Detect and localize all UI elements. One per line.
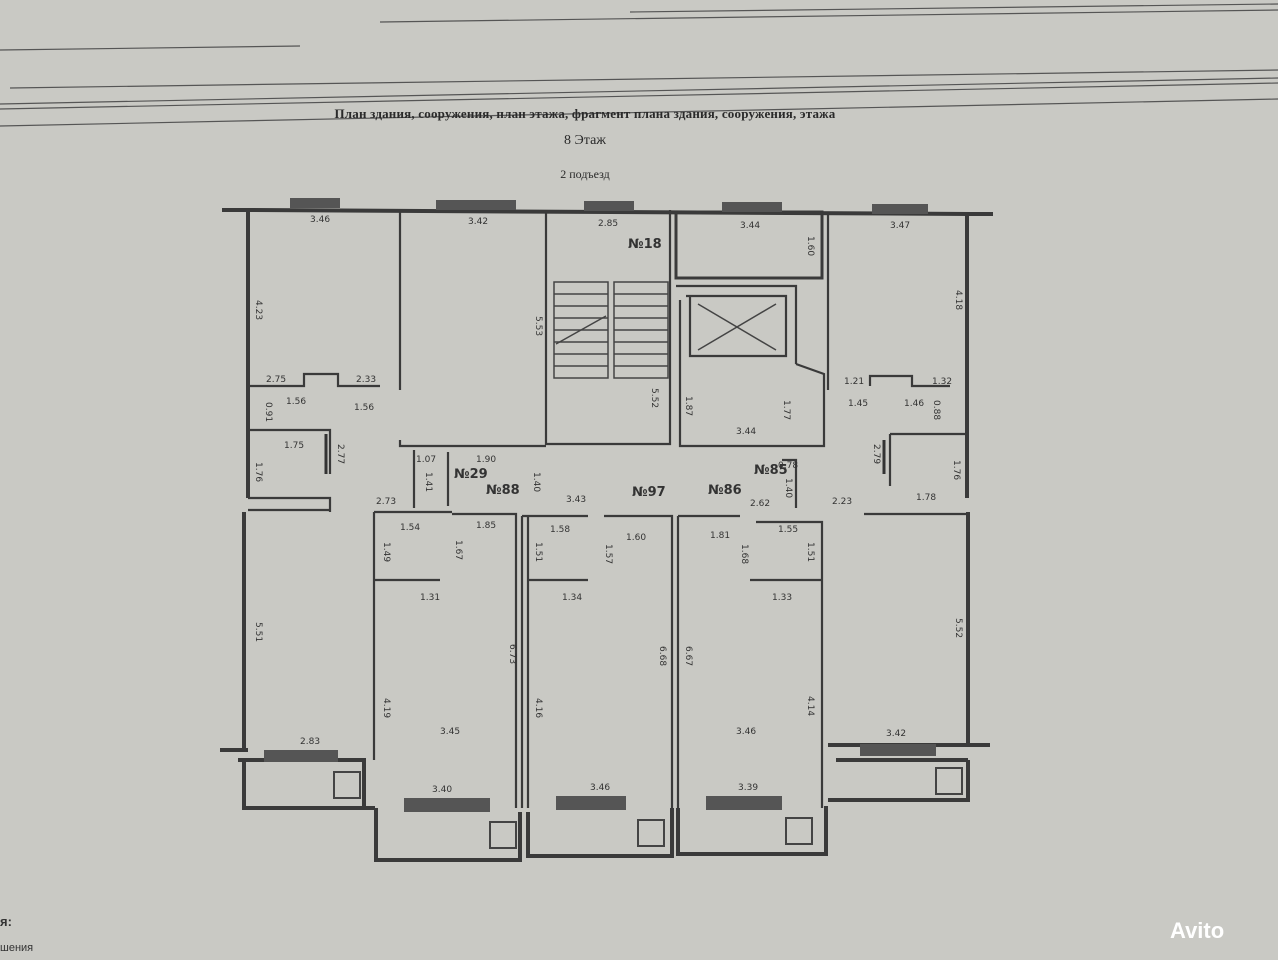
dimension-label: 1.85 bbox=[476, 521, 496, 531]
dimension-label: 1.60 bbox=[626, 533, 646, 543]
dimension-label: 5.52 bbox=[953, 618, 963, 638]
room-number: №97 bbox=[632, 485, 666, 500]
dimension-label: 1.60 bbox=[805, 236, 815, 256]
dimension-label: 2.85 bbox=[598, 219, 618, 229]
room-number: №88 bbox=[486, 483, 520, 498]
dimension-label: 1.54 bbox=[400, 523, 420, 533]
dimension-label: 4.18 bbox=[953, 290, 963, 310]
dimension-label: 1.56 bbox=[286, 397, 306, 407]
room-number: №29 bbox=[454, 467, 488, 482]
dimension-label: 6.67 bbox=[683, 646, 693, 666]
dimension-label: 3.44 bbox=[736, 427, 756, 437]
dimension-label: 1.51 bbox=[805, 542, 815, 562]
dimension-label: 1.51 bbox=[533, 542, 543, 562]
dimension-label: 4.14 bbox=[805, 696, 815, 716]
balcony-vents bbox=[333, 767, 963, 849]
dimension-label: 2.23 bbox=[832, 497, 852, 507]
dimension-label: 1.40 bbox=[531, 472, 541, 492]
dimension-label: 2.62 bbox=[750, 499, 770, 509]
footer-label: я: bbox=[0, 914, 12, 929]
elevator-shaft bbox=[697, 303, 777, 351]
dimension-label: 1.76 bbox=[253, 462, 263, 482]
dimension-label: 1.33 bbox=[772, 593, 792, 603]
dimension-label: 1.32 bbox=[932, 377, 952, 387]
room-number: №18 bbox=[628, 237, 662, 252]
dimension-label: 1.55 bbox=[778, 525, 798, 535]
dimension-label: 3.42 bbox=[468, 217, 488, 227]
inner-walls bbox=[248, 210, 968, 808]
dimension-label: 1.46 bbox=[904, 399, 924, 409]
dimension-label: 1.45 bbox=[848, 399, 868, 409]
dimension-label: 5.51 bbox=[253, 622, 263, 642]
dimension-label: 6.73 bbox=[507, 644, 517, 664]
dimension-label: 3.44 bbox=[740, 221, 760, 231]
dimension-label: 3.46 bbox=[736, 727, 756, 737]
outer-walls bbox=[220, 208, 993, 862]
dimension-label: 4.19 bbox=[381, 698, 391, 718]
dimension-label: 6.68 bbox=[657, 646, 667, 666]
dimension-label: 3.43 bbox=[566, 495, 586, 505]
radiators bbox=[324, 434, 886, 474]
dimension-label: 1.21 bbox=[844, 377, 864, 387]
dimension-label: 1.31 bbox=[420, 593, 440, 603]
dimension-label: 0.88 bbox=[931, 400, 941, 420]
room-number: №85 bbox=[754, 463, 788, 478]
dimension-label: 1.58 bbox=[550, 525, 570, 535]
dimension-label: 1.75 bbox=[284, 441, 304, 451]
dimension-label: 3.46 bbox=[590, 783, 610, 793]
dimension-label: 1.57 bbox=[603, 544, 613, 564]
page-title: План здания, сооружения, план этажа, фра… bbox=[334, 106, 836, 121]
dimension-label: 2.79 bbox=[871, 444, 881, 464]
dimension-label: 1.07 bbox=[416, 455, 436, 465]
dimension-label: 1.49 bbox=[381, 542, 391, 562]
dimension-label: 4.16 bbox=[533, 698, 543, 718]
dimension-label: 1.78 bbox=[916, 493, 936, 503]
dimension-label: 3.47 bbox=[890, 221, 910, 231]
floor-label: 8 Этаж bbox=[564, 133, 606, 148]
dimension-label: 2.75 bbox=[266, 375, 286, 385]
dimension-label: 1.67 bbox=[453, 540, 463, 560]
windows bbox=[264, 198, 936, 812]
dimension-label: 1.76 bbox=[951, 460, 961, 480]
dimension-label: 1.41 bbox=[423, 472, 433, 492]
dimension-label: 2.33 bbox=[356, 375, 376, 385]
dimension-label: 1.81 bbox=[710, 531, 730, 541]
footer-note: шения bbox=[0, 942, 34, 954]
dimension-label: 1.68 bbox=[739, 544, 749, 564]
dimension-label: 3.42 bbox=[886, 729, 906, 739]
staircase bbox=[553, 281, 669, 379]
dimension-label: 1.87 bbox=[683, 396, 693, 416]
dimension-label: 3.40 bbox=[432, 785, 452, 795]
paper-ruling bbox=[0, 3, 1278, 127]
watermark-logo: Avito bbox=[1170, 918, 1225, 943]
dimension-label: 2.77 bbox=[335, 444, 345, 464]
dimension-label: 2.83 bbox=[300, 737, 320, 747]
dimension-label: 2.73 bbox=[376, 497, 396, 507]
dimension-labels: 3.46 3.42 2.85 3.44 3.47 4.23 5.53 1.60 … bbox=[253, 215, 963, 795]
dimension-label: 0.91 bbox=[263, 402, 273, 422]
dimension-label: 4.23 bbox=[253, 300, 263, 320]
dimension-label: 3.45 bbox=[440, 727, 460, 737]
dimension-label: 3.39 bbox=[738, 783, 758, 793]
dimension-label: 1.56 bbox=[354, 403, 374, 413]
dimension-label: 0.78 bbox=[778, 461, 798, 471]
dimension-label: 1.34 bbox=[562, 593, 582, 603]
dimension-label: 5.52 bbox=[649, 388, 659, 408]
dimension-label: 3.46 bbox=[310, 215, 330, 225]
dimension-label: 1.77 bbox=[781, 400, 791, 420]
entrance-label: 2 подъезд bbox=[560, 167, 610, 181]
dimension-label: 1.40 bbox=[783, 478, 793, 498]
dimension-label: 5.53 bbox=[533, 316, 543, 336]
dimension-label: 1.90 bbox=[476, 455, 496, 465]
room-numbers: №18 №29 №88 №97 №86 №85 bbox=[454, 237, 788, 500]
room-number: №86 bbox=[708, 483, 742, 498]
